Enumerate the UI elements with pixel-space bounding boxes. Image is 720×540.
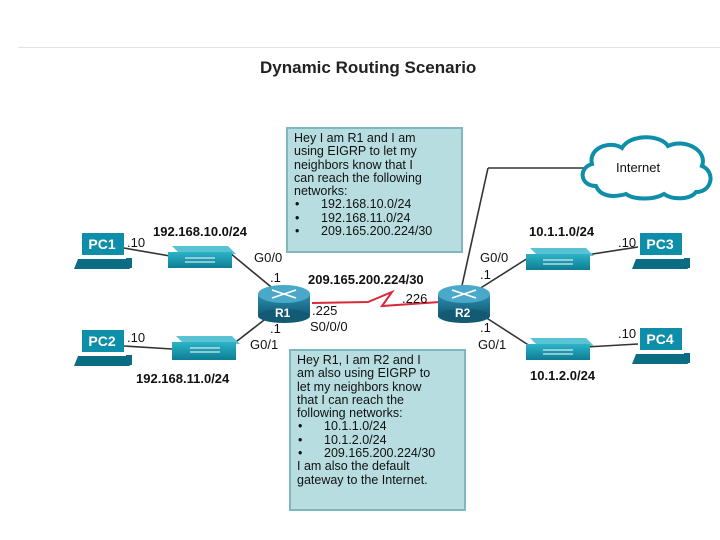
network-10-1-1: 10.1.1.0/24: [529, 224, 595, 239]
link-pc2-sw2: [123, 345, 173, 350]
r2-wan-address: .226: [402, 291, 428, 306]
callout-r2-tail: I am also the default: [297, 459, 410, 474]
callout-r1-line: can reach the following: [294, 170, 422, 185]
r1-g01-interface: G0/1: [250, 337, 279, 352]
callout-r2-item: •10.1.1.0/24: [298, 419, 387, 434]
pc2-label: PC2: [82, 331, 122, 351]
switch-2-icon: [172, 336, 240, 360]
callout-r1-line: using EIGRP to let my: [294, 144, 417, 159]
callout-r2-item: •209.165.200.224/30: [298, 446, 436, 461]
pc2-address: .10: [127, 330, 146, 345]
top-divider: [18, 47, 720, 48]
internet-label: Internet: [616, 160, 661, 175]
switch-4-icon: [526, 338, 594, 360]
callout-r2-line: that I can reach the: [297, 392, 405, 407]
pc3-address: .10: [618, 235, 637, 250]
router-r2-label: R2: [455, 306, 471, 320]
r2-g01-interface: G0/1: [478, 337, 507, 352]
pc1-address: .10: [127, 235, 146, 250]
callout-r2-line: Hey R1, I am R2 and I: [297, 353, 421, 367]
pc4-address: .10: [618, 326, 637, 341]
callout-r2-tail: gateway to the Internet.: [297, 472, 428, 487]
r2-g00-address: .1: [480, 267, 491, 282]
callout-r1-item: •192.168.10.0/24: [295, 197, 412, 212]
callout-r2-line: following networks:: [297, 406, 403, 421]
callout-r1-item: •192.168.11.0/24: [295, 210, 411, 225]
network-192-168-10: 192.168.10.0/24: [153, 224, 247, 239]
r1-s000-interface: S0/0/0: [310, 319, 348, 334]
callout-r1-line: neighbors know that I: [294, 157, 413, 172]
callout-r1-line: networks:: [294, 184, 348, 199]
link-pc1-sw1: [123, 247, 171, 257]
callout-r1: Hey I am R1 and I am using EIGRP to let …: [286, 127, 463, 253]
callout-r2-line: am also using EIGRP to: [297, 366, 431, 381]
r2-g01-address: .1: [480, 320, 491, 335]
internet-cloud: [580, 135, 713, 201]
router-r1-label: R1: [275, 306, 291, 320]
callout-r2-item: •10.1.2.0/24: [298, 432, 387, 447]
callout-r2-line: let my neighbors know: [297, 379, 422, 394]
switch-3-icon: [526, 248, 594, 270]
callout-r2: Hey R1, I am R2 and I am also using EIGR…: [289, 349, 466, 511]
network-10-1-2: 10.1.2.0/24: [530, 368, 596, 383]
r2-g00-interface: G0/0: [480, 250, 509, 265]
router-r1-icon: [258, 285, 310, 323]
r1-g00-interface: G0/0: [254, 250, 283, 265]
r1-g01-address: .1: [270, 321, 281, 336]
pc1-label: PC1: [82, 234, 122, 254]
callout-r1-line: Hey I am R1 and I am: [294, 131, 416, 145]
r1-g00-address: .1: [270, 270, 281, 285]
wan-serial-link: [311, 289, 441, 308]
callout-r1-item: •209.165.200.224/30: [295, 224, 433, 239]
pc4-label: PC4: [640, 329, 680, 349]
link-sw3-pc3: [585, 246, 639, 256]
network-192-168-11: 192.168.11.0/24: [136, 371, 230, 386]
page-title: Dynamic Routing Scenario: [260, 58, 477, 77]
pc3-label: PC3: [640, 234, 680, 254]
link-sw4-pc4: [585, 343, 639, 348]
router-r2-icon: [438, 285, 490, 323]
network-wan: 209.165.200.224/30: [308, 272, 424, 287]
switch-1-icon: [168, 246, 236, 268]
r1-wan-address: .225: [312, 303, 338, 318]
link-r2-internet: [460, 167, 489, 291]
